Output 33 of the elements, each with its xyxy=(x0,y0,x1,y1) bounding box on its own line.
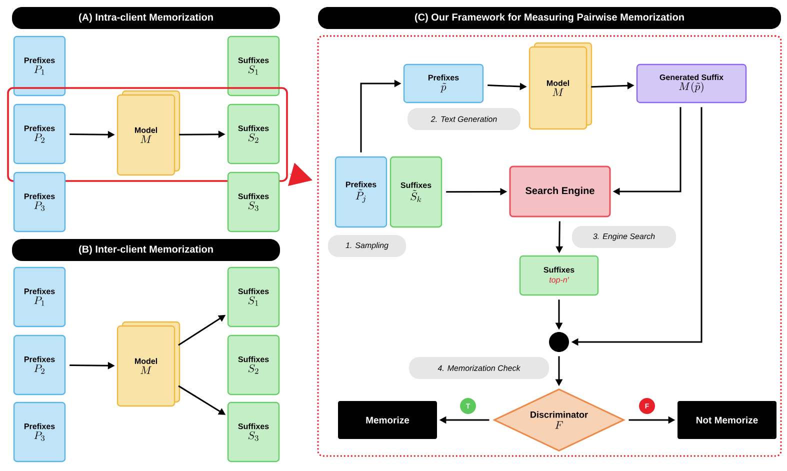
outcome-box: Not Memorize xyxy=(678,400,776,439)
suffix-box: Suffixes $S_1$ xyxy=(227,266,280,328)
prefix-box: Prefixes $P_3$ xyxy=(13,172,66,232)
suffix-box: Suffixes $S_2$ xyxy=(227,334,280,396)
outcome-box: Memorize xyxy=(338,400,437,439)
section-header: (A) Intra-client Memorization xyxy=(12,7,280,29)
prefix-box: Prefixes $P_1$ xyxy=(13,266,66,328)
model-card: Model $M$ xyxy=(528,42,592,130)
pointer-arrow xyxy=(288,162,312,186)
suffix-box: Suffixes $S_2$ xyxy=(227,104,280,164)
suffix-box: Suffixes $S_3$ xyxy=(227,172,280,232)
suffix-box: Suffixes $S_3$ xyxy=(227,402,280,462)
step-label: 2. Text Generation xyxy=(408,108,520,130)
section-header: (B) Inter-client Memorization xyxy=(12,239,280,261)
prefix-box: Prefixes $P_2$ xyxy=(13,334,66,396)
suffix-box: Suffixes top-n′ xyxy=(519,255,599,296)
junction-dot xyxy=(549,332,569,352)
suffix-box: Suffixes $\tilde{S}_k$ xyxy=(390,156,442,228)
prefix-box: Prefixes $\tilde{P}_j$ xyxy=(334,156,388,228)
prefix-box: Prefixes $\tilde{p}$ xyxy=(403,64,484,104)
step-label: 4. Memorization Check xyxy=(409,356,549,379)
suffix-box: Suffixes $S_1$ xyxy=(227,36,280,96)
dotted-frame xyxy=(317,35,782,457)
model-card: Model $M$ xyxy=(116,90,180,176)
step-label: 1. Sampling xyxy=(328,235,406,257)
step-label: 3. Engine Search xyxy=(572,226,676,248)
generated-suffix-box: Generated Suffix $M(\tilde{p})$ xyxy=(636,64,747,104)
search-engine-box: Search Engine xyxy=(509,166,611,218)
prefix-box: Prefixes $P_1$ xyxy=(13,36,66,96)
section-header: (C) Our Framework for Measuring Pairwise Memorization xyxy=(318,7,781,29)
model-card: Model $M$ xyxy=(116,321,180,407)
prefix-box: Prefixes $P_2$ xyxy=(13,104,66,164)
prefix-box: Prefixes $P_3$ xyxy=(13,402,66,462)
